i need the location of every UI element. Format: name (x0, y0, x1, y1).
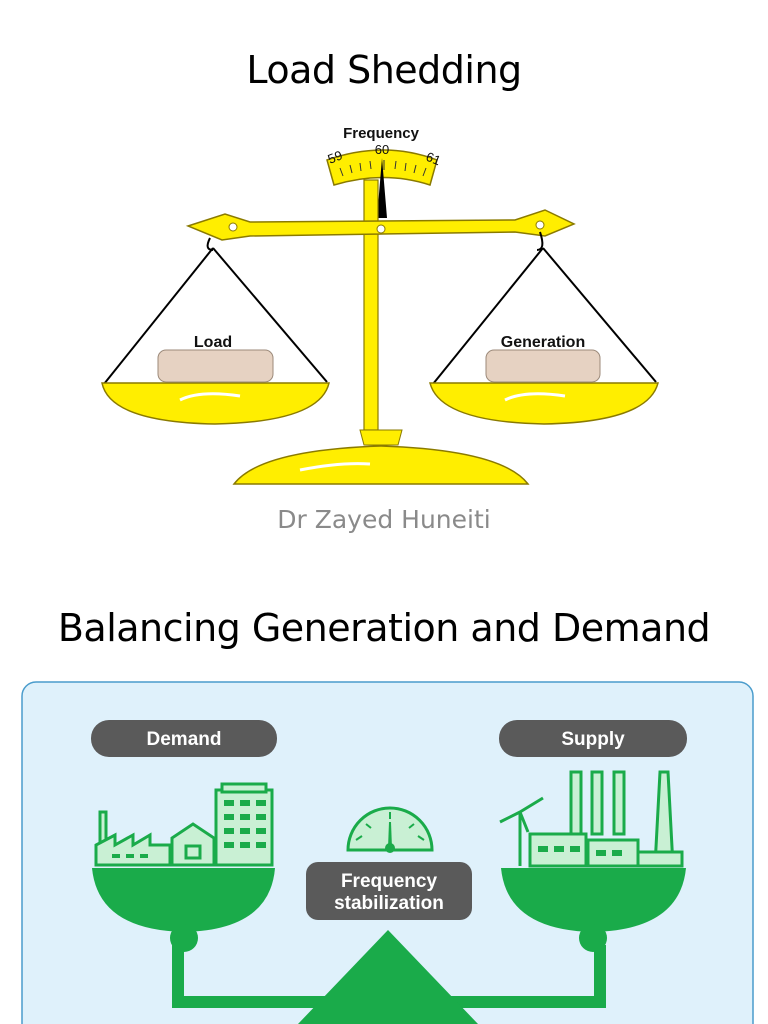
slide1-title: Load Shedding (246, 48, 522, 92)
slide2-title: Balancing Generation and Demand (57, 606, 711, 650)
gauge-needle (377, 158, 387, 218)
author-name: Dr Zayed Huneiti (277, 505, 491, 534)
demand-pill (91, 720, 277, 757)
demand-bowl (92, 868, 275, 932)
supply-pill (499, 720, 687, 757)
scale-base (232, 429, 530, 485)
balancing-diagram: Demand Supply (21, 681, 754, 1024)
load-weight (157, 349, 274, 383)
diagram-panel (21, 681, 754, 1024)
generation-label: Generation (501, 334, 585, 351)
supply-bowl (501, 868, 686, 932)
demand-pill-label: Demand (147, 729, 222, 750)
gauge-tick-60: 60 (375, 142, 389, 157)
frequency-stabilization-line1: Frequency (341, 871, 438, 892)
frequency-stabilization-badge (306, 862, 472, 920)
demand-buildings-icon (94, 782, 274, 867)
supply-plant-icon (499, 770, 684, 868)
balance-scale-illustration: Frequency 59 60 61 Load Generation (101, 125, 659, 485)
load-label: Load (194, 334, 232, 351)
frequency-gauge: Frequency 59 60 61 (326, 125, 443, 218)
speedometer-icon (346, 806, 434, 853)
right-pan: Generation (429, 247, 659, 425)
gauge-tick-59: 59 (326, 147, 345, 166)
gauge-tick-61: 61 (424, 149, 443, 168)
fulcrum (298, 930, 478, 1024)
left-pan: Load (101, 247, 330, 425)
generation-weight (485, 349, 601, 383)
frequency-stabilization-line2: stabilization (334, 893, 444, 914)
gauge-label: Frequency (343, 125, 420, 142)
scale-beam (185, 209, 576, 251)
supply-pill-label: Supply (561, 729, 625, 750)
